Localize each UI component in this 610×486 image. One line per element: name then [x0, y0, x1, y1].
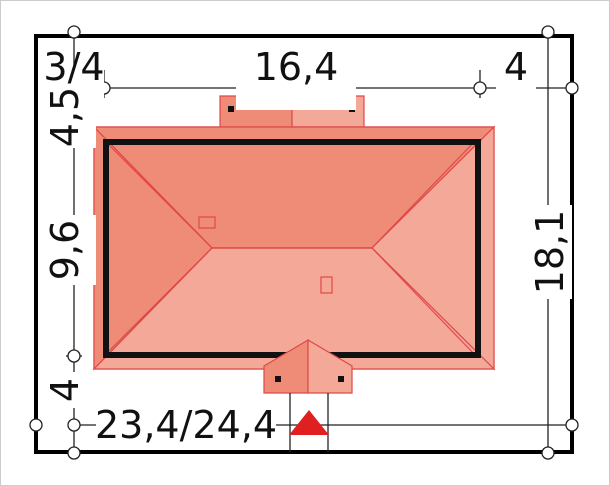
label-backgrounds — [44, 66, 572, 445]
dim-bottom-total: 23,4/24,4 — [95, 403, 277, 447]
bottom-porch-roof — [263, 338, 353, 394]
chimney — [320, 276, 333, 294]
dim-top-left: 3/4 — [43, 45, 104, 89]
dim-left-top: 4,5 — [43, 87, 87, 147]
main-roof — [92, 125, 496, 371]
dim-top-middle: 16,4 — [254, 45, 339, 89]
dim-right-total: 18,1 — [528, 210, 572, 295]
porch-post — [275, 376, 281, 382]
triangle-up-icon — [289, 410, 329, 435]
dim-top-right: 4 — [504, 45, 528, 89]
dim-left-bottom: 4 — [43, 378, 87, 402]
dim-left-middle: 9,6 — [43, 220, 87, 280]
entrance-path — [289, 393, 329, 452]
roof-window — [198, 216, 216, 229]
porch-post — [338, 376, 344, 382]
porch-post — [228, 106, 234, 112]
